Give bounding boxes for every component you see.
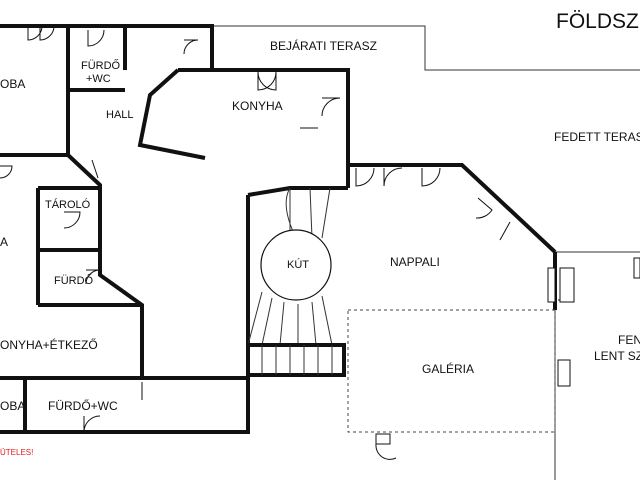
label-furdo-wc-bottom: FÜRDŐ+WC bbox=[48, 398, 118, 413]
note-text: ÜTELES! bbox=[0, 448, 33, 457]
label-kut: KÚT bbox=[287, 258, 309, 271]
windows bbox=[375, 257, 640, 460]
label-szoba-top: OBA bbox=[0, 77, 25, 91]
staircase bbox=[246, 187, 346, 377]
label-konyha-etkezo: ONYHA+ÉTKEZŐ bbox=[0, 337, 98, 352]
label-hall: HALL bbox=[106, 109, 134, 121]
label-right-1: FEN bbox=[618, 333, 640, 347]
label-furdo-wc-top: FÜRDŐ bbox=[81, 58, 121, 72]
label-fedett-terasz: FEDETT TERASZ bbox=[554, 130, 640, 144]
label-right-2: LENT SZ bbox=[594, 349, 640, 363]
label-konyha: KONYHA bbox=[232, 99, 283, 113]
label-nappali: NAPPALI bbox=[390, 255, 440, 269]
doors bbox=[0, 25, 572, 433]
label-left-mid: A bbox=[0, 235, 8, 249]
label-furdo-mid: FÜRDŐ bbox=[54, 273, 94, 287]
label-furdo-wc-top-2: +WC bbox=[86, 73, 111, 85]
label-tarolo: TÁROLÓ bbox=[45, 198, 91, 211]
well-circle bbox=[260, 229, 332, 301]
plan-title: FÖLDSZI bbox=[556, 10, 640, 33]
label-galeria: GALÉRIA bbox=[422, 361, 474, 376]
gallery-outline bbox=[347, 309, 556, 433]
label-szoba-bottom: OBA bbox=[0, 399, 25, 413]
label-bejarati-terasz: BEJÁRATI TERASZ bbox=[270, 38, 377, 53]
